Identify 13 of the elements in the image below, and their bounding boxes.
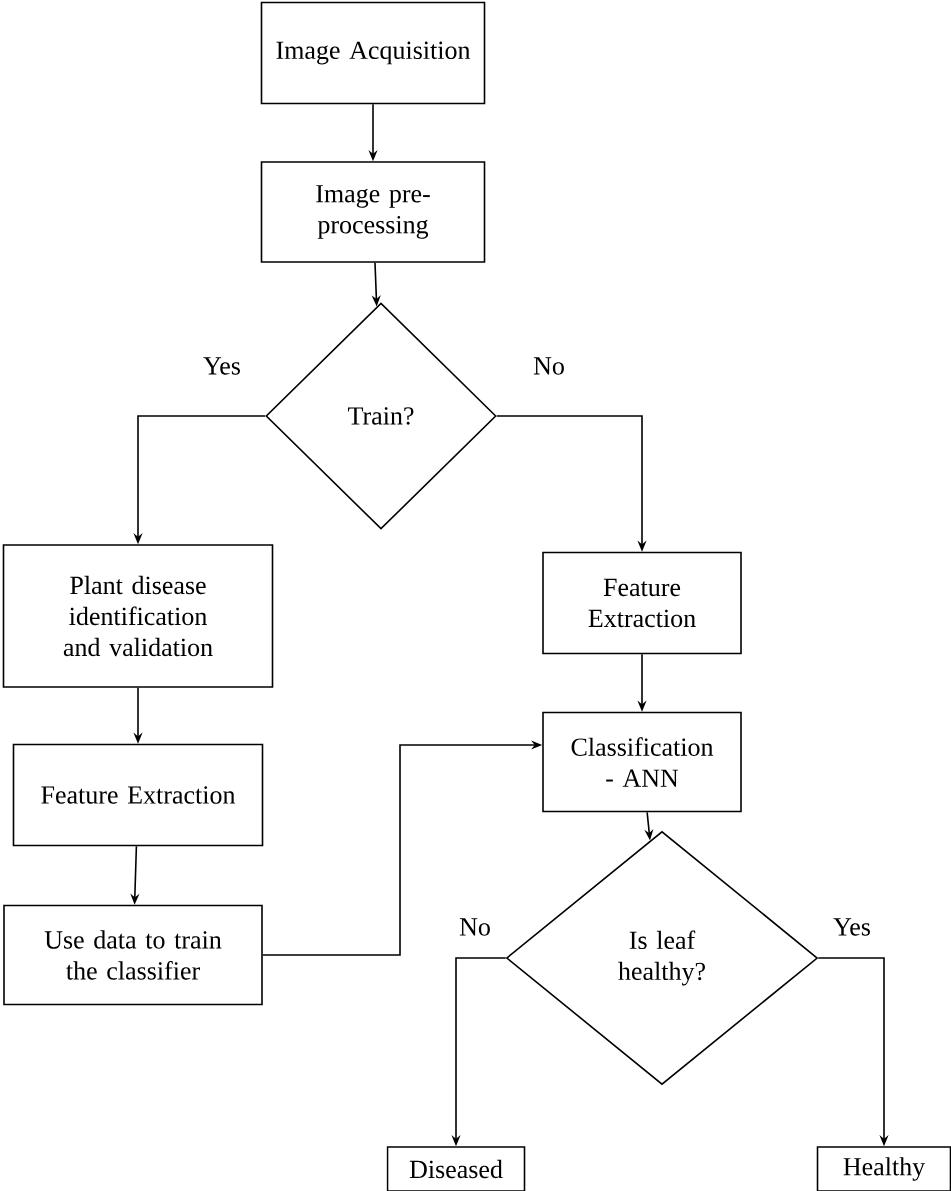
process-box: Feature Extraction — [12, 743, 264, 847]
edge-label: Yes — [202, 356, 242, 376]
edge-label: Yes — [832, 917, 872, 937]
process-box: Image Acquisition — [260, 1, 486, 105]
edge-label: No — [458, 917, 492, 937]
process-box: Plant disease identification and validation — [2, 544, 274, 688]
process-box: Healthy — [816, 1146, 951, 1191]
process-box: Use data to train the classifier — [3, 904, 263, 1006]
process-box: Feature Extraction — [542, 551, 742, 655]
edge-label: No — [532, 356, 566, 376]
process-box: Classification - ANN — [542, 711, 742, 813]
process-box: Image pre-processing — [260, 161, 486, 263]
process-box: Diseased — [386, 1146, 526, 1191]
